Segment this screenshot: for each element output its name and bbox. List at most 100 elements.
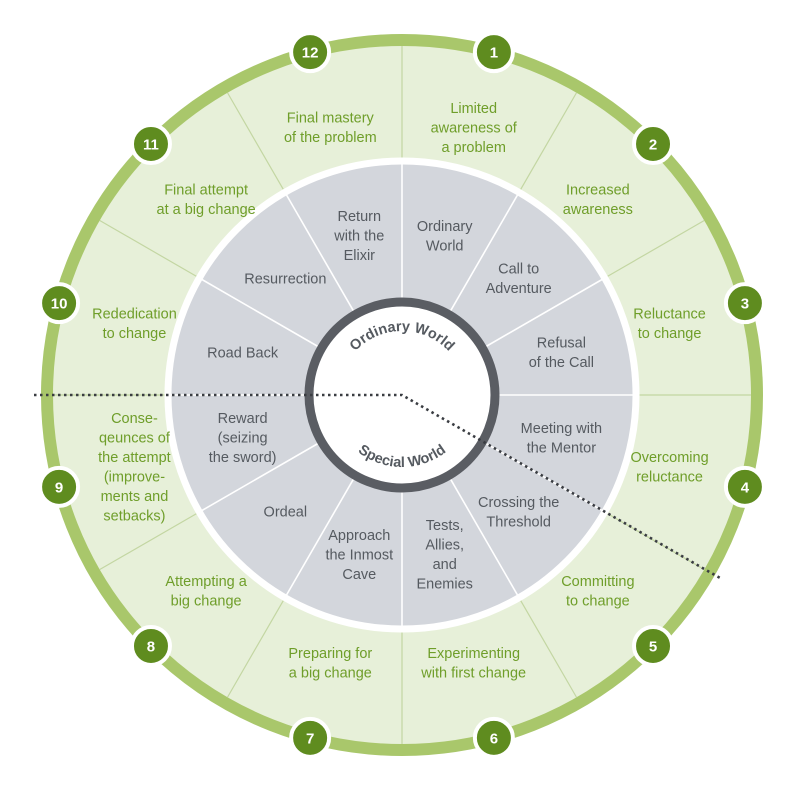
outer-stage-label-line: awareness (563, 202, 633, 218)
inner-stage-label-line: Ordeal (264, 505, 308, 521)
stage-number-badge: 12 (289, 31, 332, 74)
stage-number-badge: 4 (723, 465, 766, 508)
inner-stage-label-line: with the (333, 229, 384, 245)
outer-stage-label-line: Experimenting (427, 646, 520, 662)
outer-stage-label-line: Final mastery (287, 111, 375, 127)
badge-number: 7 (306, 730, 314, 747)
outer-stage-label: Final mastery of the problem (284, 111, 377, 147)
outer-stage-label-line: to change (566, 594, 630, 610)
inner-stage-label-line: Resurrection (244, 271, 326, 287)
inner-stage-label: Resurrection (244, 271, 326, 287)
outer-divider (226, 92, 286, 193)
badge-number: 2 (649, 136, 657, 153)
outer-stage-label-line: a big change (289, 665, 372, 681)
badge-circle (289, 31, 332, 74)
inner-stage-label-line: Refusal (537, 336, 586, 352)
outer-stage-label-line: Attempting a (165, 574, 247, 590)
stage-number-badge: 7 (289, 716, 332, 759)
stage-number-badge: 9 (38, 465, 81, 508)
badge-circle (472, 31, 515, 74)
inner-stage-label-line: Road Back (207, 345, 279, 361)
outer-stage-label-line: at a big change (157, 202, 256, 218)
inner-divider (284, 475, 357, 599)
outer-stage-label-line: awareness of (431, 120, 518, 136)
inner-stage-label-line: Elixir (344, 248, 376, 264)
inner-stage-label-line: Approach (328, 528, 390, 544)
inner-stage-label-line: Reward (218, 411, 268, 427)
badge-number: 12 (302, 45, 319, 62)
stage-number-badge: 1 (472, 31, 515, 74)
outer-stage-label-line: the attempt (98, 450, 171, 466)
inner-stage-label-line: the Inmost (325, 547, 393, 563)
inner-stage-label-line: the sword) (209, 450, 277, 466)
inner-stage-label: Road Back (207, 345, 279, 361)
stage-number-badge: 10 (38, 282, 81, 325)
outer-stage-label-line: setbacks) (103, 508, 165, 524)
inner-stage-label-line: of the Call (529, 355, 594, 371)
inner-stage-label: Refusal of the Call (529, 336, 594, 372)
outer-stage-label-line: a problem (441, 140, 505, 156)
badge-circle (38, 465, 81, 508)
inner-stage-label-line: Call to (498, 262, 539, 278)
outer-stage-label-line: to change (103, 326, 167, 342)
threshold-dotted-line (34, 393, 721, 580)
outer-divider (518, 92, 578, 193)
inner-stage-label-line: Ordinary (417, 219, 473, 235)
inner-divider (284, 191, 357, 315)
outer-stage-label-line: (improve- (104, 469, 165, 485)
outer-stage-label-line: Overcoming (630, 450, 708, 466)
badge-number: 1 (490, 45, 498, 62)
inner-divider (198, 440, 322, 513)
outer-stage-label-line: Conse- (111, 411, 158, 427)
outer-divider (226, 597, 286, 698)
inner-divider (198, 277, 322, 350)
inner-stage-label-line: Adventure (486, 281, 552, 297)
badge-number: 3 (741, 296, 749, 313)
badge-number: 6 (490, 730, 498, 747)
stage-number-badge: 6 (472, 716, 515, 759)
stage-number-badge: 3 (723, 282, 766, 325)
outer-stage-label-line: to change (638, 326, 702, 342)
inner-divider (447, 475, 520, 599)
badge-circle (472, 716, 515, 759)
inner-stage-label-line: Allies, (425, 538, 464, 554)
outer-stage-label-line: of the problem (284, 130, 377, 146)
stage-number-badge: 5 (632, 625, 675, 668)
inner-stage-label-line: Threshold (486, 514, 550, 530)
inner-stage-label-line: Return (338, 209, 382, 225)
badge-number: 9 (55, 479, 63, 496)
badge-number: 5 (649, 639, 657, 656)
badge-circle (632, 122, 675, 165)
inner-stage-label-line: Tests, (426, 518, 464, 534)
badge-number: 10 (51, 296, 68, 313)
stage-number-badge: 8 (129, 625, 172, 668)
inner-stage-label-line: Cave (342, 567, 376, 583)
inner-stage-label-line: World (426, 238, 464, 254)
outer-stage-label-line: Increased (566, 182, 630, 198)
outer-stage-label-line: Rededication (92, 307, 177, 323)
outer-stage-label-line: Preparing for (288, 646, 372, 662)
badge-circle (632, 625, 675, 668)
outer-stage-label: Rededication to change (92, 307, 177, 343)
badge-number: 8 (147, 639, 155, 656)
outer-stage-label-line: qeunces of (99, 430, 171, 446)
inner-stage-label: Ordeal (264, 505, 308, 521)
badge-number: 4 (741, 479, 750, 496)
inner-divider (447, 191, 520, 315)
outer-divider (99, 511, 200, 571)
inner-stage-label-line: and (433, 557, 457, 573)
